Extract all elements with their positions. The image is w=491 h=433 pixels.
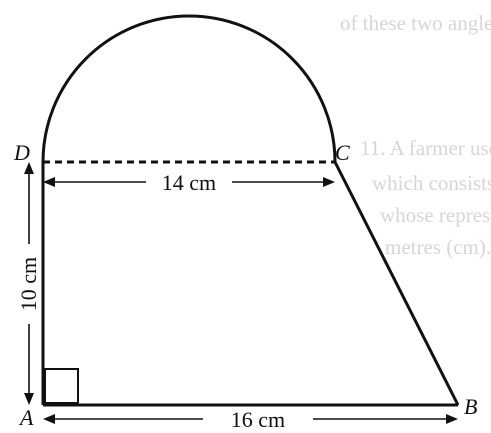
- right-angle-marker: [44, 368, 79, 404]
- bleed-line-5: metres (cm). What is the area: [385, 235, 491, 259]
- arrowhead-down-icon: [24, 393, 34, 405]
- bleed-line-1: of these two angles.: [340, 11, 491, 35]
- arrowhead-left-icon: [43, 414, 55, 424]
- dimension-top: 14 cm: [43, 170, 335, 195]
- arrowhead-right-icon: [323, 177, 335, 187]
- arrowhead-up-icon: [24, 162, 34, 174]
- bleed-line-3: which consists of a semicircle on top,: [372, 171, 491, 195]
- dimension-left: 10 cm: [16, 162, 41, 405]
- semicircle-arc: [41, 14, 337, 163]
- arrowhead-left-icon: [43, 177, 55, 187]
- dimension-left-label: 10 cm: [16, 257, 41, 311]
- bleed-line-4: whose represents the area in square,: [380, 203, 491, 227]
- vertex-label-c: C: [335, 140, 350, 165]
- bleed-line-2: 11. A farmer uses a flat area,: [360, 136, 491, 160]
- arrowhead-right-icon: [446, 414, 458, 424]
- dimension-top-label: 14 cm: [162, 170, 216, 195]
- vertex-label-a: A: [18, 405, 34, 430]
- side-cb: [333, 161, 460, 406]
- background-bleed-text: of these two angles. 11. A farmer uses a…: [340, 11, 491, 259]
- dimension-bottom: 16 cm: [43, 407, 458, 432]
- vertex-label-d: D: [13, 140, 30, 165]
- vertex-label-b: B: [464, 394, 477, 419]
- dimension-bottom-label: 16 cm: [231, 407, 285, 432]
